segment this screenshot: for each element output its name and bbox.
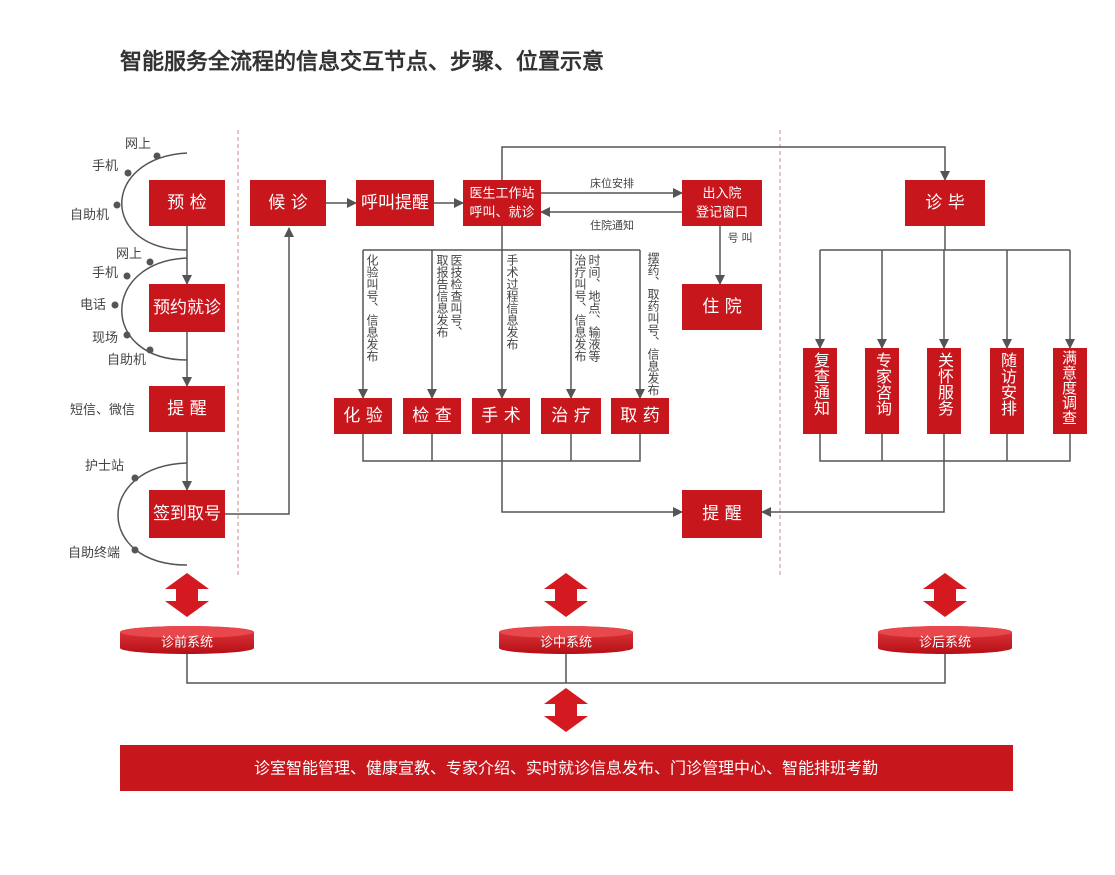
svg-text:呼叫、就诊: 呼叫、就诊 — [469, 206, 534, 221]
svg-text:候 诊: 候 诊 — [268, 193, 307, 213]
svg-text:登记窗口: 登记窗口 — [696, 205, 748, 221]
post-system-cylinder: 诊后系统 — [878, 626, 1012, 654]
channel-label: 网上 — [116, 247, 142, 262]
svg-text:签到取号: 签到取号 — [153, 504, 221, 524]
channel-label: 电话 — [80, 298, 106, 313]
svg-text:诊中系统: 诊中系统 — [540, 636, 592, 651]
svg-text:出入院: 出入院 — [702, 187, 741, 202]
svg-text:治 疗: 治 疗 — [551, 406, 590, 426]
svg-text:检 查: 检 查 — [412, 406, 451, 426]
precheck-box: 预 检 — [149, 180, 225, 226]
satisfaction-text: 满意度调查 — [1060, 350, 1078, 425]
double-arrow-icon — [923, 573, 967, 617]
mid-remind-box: 提 醒 — [682, 490, 762, 538]
svg-text:预 检: 预 检 — [167, 193, 206, 213]
channel-label: 短信、微信 — [70, 403, 135, 418]
channel-label: 手机 — [92, 159, 118, 174]
followup-visit-text: 随访安排 — [998, 352, 1017, 416]
service-treatment-box: 治 疗 — [541, 398, 601, 434]
channel-label: 手机 — [92, 266, 118, 281]
double-arrow-icon — [544, 573, 588, 617]
svg-text:提 醒: 提 醒 — [702, 504, 741, 524]
svg-text:诊后系统: 诊后系统 — [919, 636, 971, 651]
svg-text:诊前系统: 诊前系统 — [161, 635, 213, 651]
booking-channel-curve — [121, 257, 188, 361]
expert-consult-text: 专家咨询 — [873, 352, 892, 416]
service-exam-box: 检 查 — [403, 398, 461, 434]
lab-label: 化验叫号、信息发布 — [365, 254, 379, 362]
service-lab-box: 化 验 — [334, 398, 392, 434]
channel-label: 自助机 — [107, 353, 146, 368]
satisfaction-box — [1053, 348, 1087, 434]
followup-check-text: 复查通知 — [811, 352, 830, 416]
svg-text:预约就诊: 预约就诊 — [153, 298, 221, 318]
svg-text:住 院: 住 院 — [702, 297, 741, 317]
channel-label: 网上 — [125, 137, 151, 152]
svg-text:诊 毕: 诊 毕 — [925, 193, 964, 213]
channel-label: 现场 — [92, 331, 118, 346]
admit-notice-label: 住院通知 — [590, 218, 634, 232]
channel-label: 自助终端 — [68, 545, 120, 561]
pre-system-cylinder: 诊前系统 — [120, 626, 254, 654]
surgery-label: 手术过程信息发布 — [505, 254, 519, 350]
followup-visit-box — [990, 348, 1024, 434]
call-number-label: 叫 号 — [726, 232, 753, 243]
bottom-bar: 诊室智能管理、健康宣教、专家介绍、实时就诊信息发布、门诊管理中心、智能排班考勤 — [120, 745, 1013, 791]
bed-arrange-label: 床位安排 — [590, 176, 634, 190]
channel-label: 自助机 — [70, 208, 109, 223]
svg-text:化 验: 化 验 — [343, 406, 382, 426]
double-arrow-icon — [165, 573, 209, 617]
service-surgery-box: 手 术 — [472, 398, 530, 434]
exam-label: 医技检查叫号、 取报告信息发布 — [435, 254, 463, 338]
svg-text:手 术: 手 术 — [481, 406, 520, 426]
svg-text:提 醒: 提 醒 — [167, 399, 206, 419]
svg-text:取 药: 取 药 — [620, 406, 659, 426]
done-box: 诊 毕 — [905, 180, 985, 226]
pharmacy-label: 摆药、取药叫号、信息发布 — [646, 252, 660, 396]
treatment-label: 时间、地点、输液等 治疗叫号、信息发布 — [573, 254, 601, 362]
pre-remind-box: 提 醒 — [149, 386, 225, 432]
followup-check-box — [803, 348, 837, 434]
channel-label: 护士站 — [85, 459, 124, 474]
expert-consult-box — [865, 348, 899, 434]
waiting-box: 候 诊 — [250, 180, 326, 226]
care-service-box — [927, 348, 961, 434]
call-remind-box: 呼叫提醒 — [356, 180, 434, 226]
svg-text:呼叫提醒: 呼叫提醒 — [361, 193, 429, 213]
service-pharmacy-box: 取 药 — [611, 398, 669, 434]
inpatient-box: 住 院 — [682, 284, 762, 330]
diagram-title: 智能服务全流程的信息交互节点、步骤、位置示意 — [120, 50, 605, 75]
care-service-text: 关怀服务 — [935, 352, 954, 416]
double-arrow-icon — [544, 688, 588, 732]
checkin-box: 签到取号 — [149, 490, 225, 538]
mid-system-cylinder: 诊中系统 — [499, 626, 633, 654]
checkin-channel-curve — [117, 462, 188, 566]
svg-text:医生工作站: 医生工作站 — [469, 187, 534, 202]
svg-text:诊室智能管理、健康宣教、专家介绍、实时就诊信息发布、门诊管理: 诊室智能管理、健康宣教、专家介绍、实时就诊信息发布、门诊管理中心、智能排班考勤 — [254, 759, 878, 778]
booking-box: 预约就诊 — [149, 284, 225, 332]
